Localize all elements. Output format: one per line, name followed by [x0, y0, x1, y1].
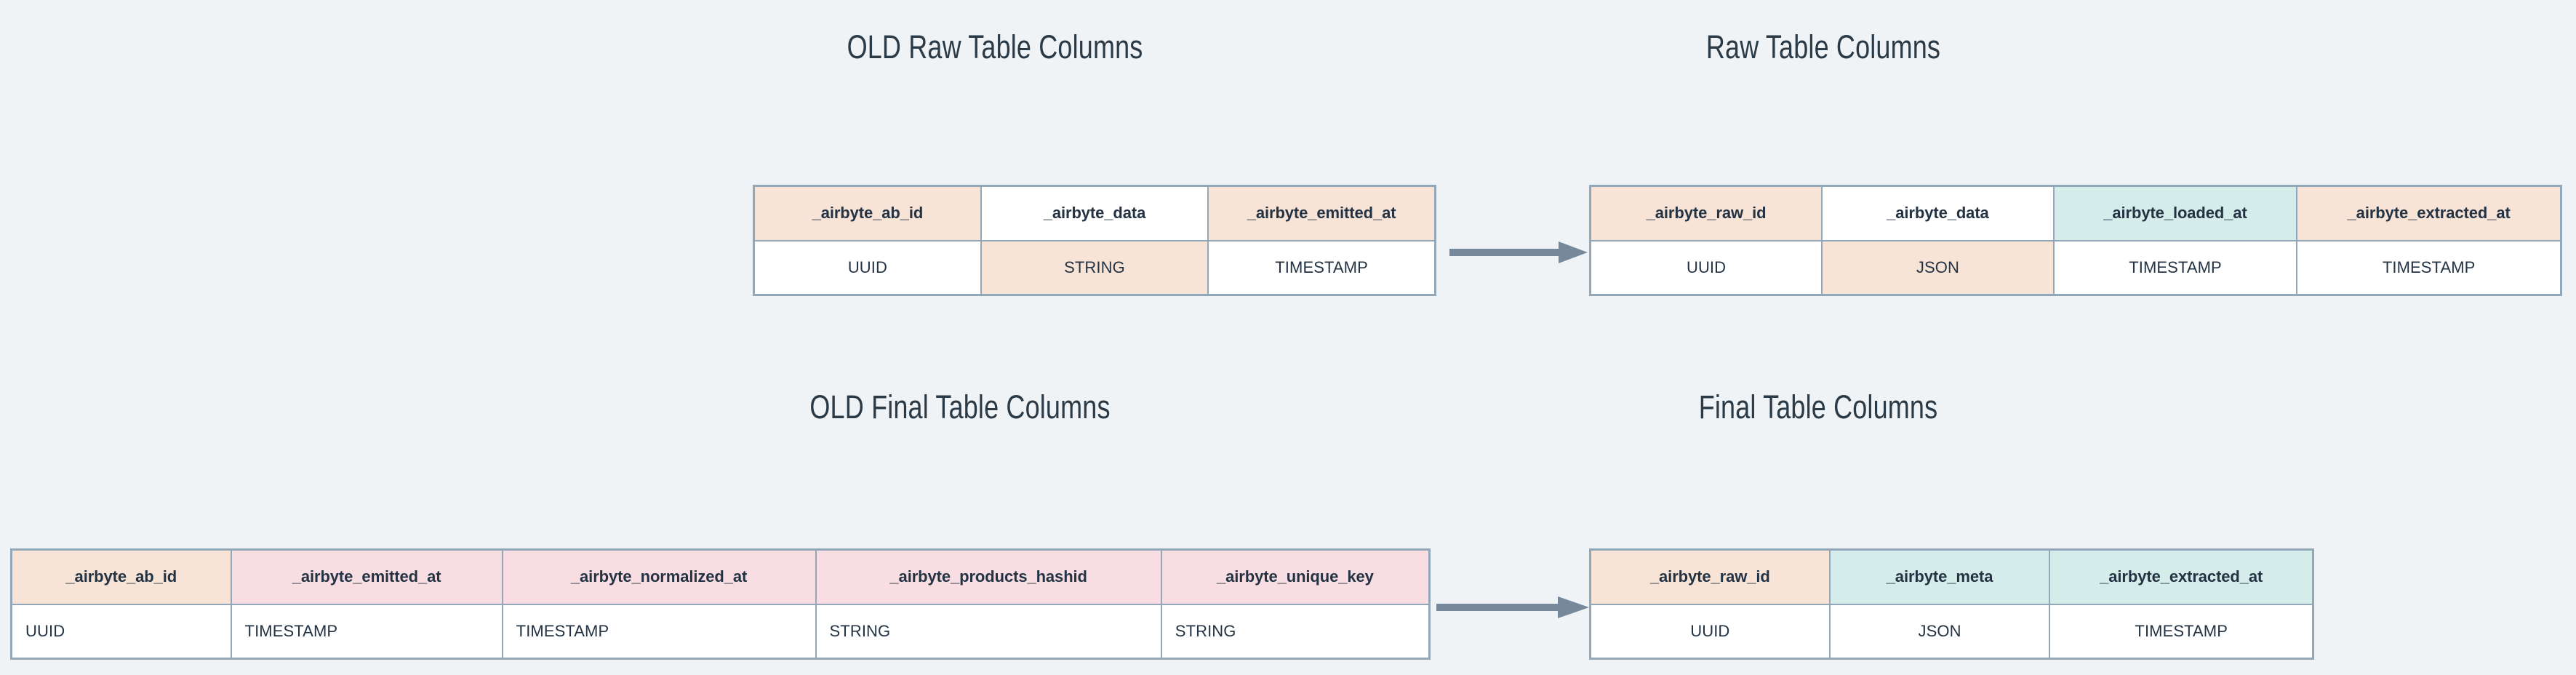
table-header-row: _airbyte_ab_id_airbyte_data_airbyte_emit…: [753, 185, 1436, 241]
column-header-airbyte_ab_id: _airbyte_ab_id: [10, 548, 232, 605]
column-type-airbyte_meta: JSON: [1828, 603, 2051, 660]
table-header-row: _airbyte_raw_id_airbyte_data_airbyte_loa…: [1589, 185, 2562, 241]
column-type-airbyte_emitted_at: TIMESTAMP: [1207, 239, 1436, 296]
column-header-airbyte_ab_id: _airbyte_ab_id: [753, 185, 982, 241]
table-header-row: _airbyte_raw_id_airbyte_meta_airbyte_ext…: [1589, 548, 2314, 605]
column-header-airbyte_unique_key: _airbyte_unique_key: [1160, 548, 1431, 605]
title-old-final-table-columns: OLD Final Table Columns: [809, 388, 1111, 426]
title-raw-table-columns: Raw Table Columns: [1705, 28, 1941, 65]
table-header-row: _airbyte_ab_id_airbyte_emitted_at_airbyt…: [10, 548, 1431, 605]
column-header-airbyte_raw_id: _airbyte_raw_id: [1589, 548, 1831, 605]
column-header-airbyte_extracted_at: _airbyte_extracted_at: [2049, 548, 2314, 605]
column-type-airbyte_raw_id: UUID: [1589, 603, 1831, 660]
title-final-table-columns: Final Table Columns: [1698, 388, 1938, 426]
table-old-raw: _airbyte_ab_id_airbyte_data_airbyte_emit…: [753, 185, 1436, 296]
column-header-airbyte_loaded_at: _airbyte_loaded_at: [2052, 185, 2298, 241]
column-header-airbyte_extracted_at: _airbyte_extracted_at: [2296, 185, 2562, 241]
column-type-airbyte_data: STRING: [980, 239, 1209, 296]
column-header-airbyte_products_hashid: _airbyte_products_hashid: [815, 548, 1162, 605]
column-type-airbyte_extracted_at: TIMESTAMP: [2296, 239, 2562, 296]
title-old-raw-table-columns: OLD Raw Table Columns: [847, 28, 1143, 65]
column-header-airbyte_meta: _airbyte_meta: [1828, 548, 2051, 605]
column-header-airbyte_data: _airbyte_data: [1821, 185, 2055, 241]
column-type-airbyte_raw_id: UUID: [1589, 239, 1823, 296]
table-old-final: _airbyte_ab_id_airbyte_emitted_at_airbyt…: [10, 548, 1431, 660]
table-new-raw: _airbyte_raw_id_airbyte_data_airbyte_loa…: [1589, 185, 2562, 296]
arrow-right-icon: [1449, 241, 1588, 263]
column-type-airbyte_extracted_at: TIMESTAMP: [2049, 603, 2314, 660]
column-type-airbyte_products_hashid: STRING: [815, 603, 1162, 660]
column-type-airbyte_normalized_at: TIMESTAMP: [501, 603, 817, 660]
arrow-right-icon: [1436, 596, 1589, 618]
column-type-airbyte_unique_key: STRING: [1160, 603, 1431, 660]
column-header-airbyte_emitted_at: _airbyte_emitted_at: [1207, 185, 1436, 241]
column-header-airbyte_raw_id: _airbyte_raw_id: [1589, 185, 1823, 241]
column-header-airbyte_emitted_at: _airbyte_emitted_at: [230, 548, 503, 605]
column-header-airbyte_data: _airbyte_data: [980, 185, 1209, 241]
column-type-airbyte_emitted_at: TIMESTAMP: [230, 603, 503, 660]
column-header-airbyte_normalized_at: _airbyte_normalized_at: [501, 548, 817, 605]
table-new-final: _airbyte_raw_id_airbyte_meta_airbyte_ext…: [1589, 548, 2314, 660]
column-type-airbyte_ab_id: UUID: [10, 603, 232, 660]
column-type-airbyte_data: JSON: [1821, 239, 2055, 296]
column-type-airbyte_loaded_at: TIMESTAMP: [2052, 239, 2298, 296]
column-type-airbyte_ab_id: UUID: [753, 239, 982, 296]
